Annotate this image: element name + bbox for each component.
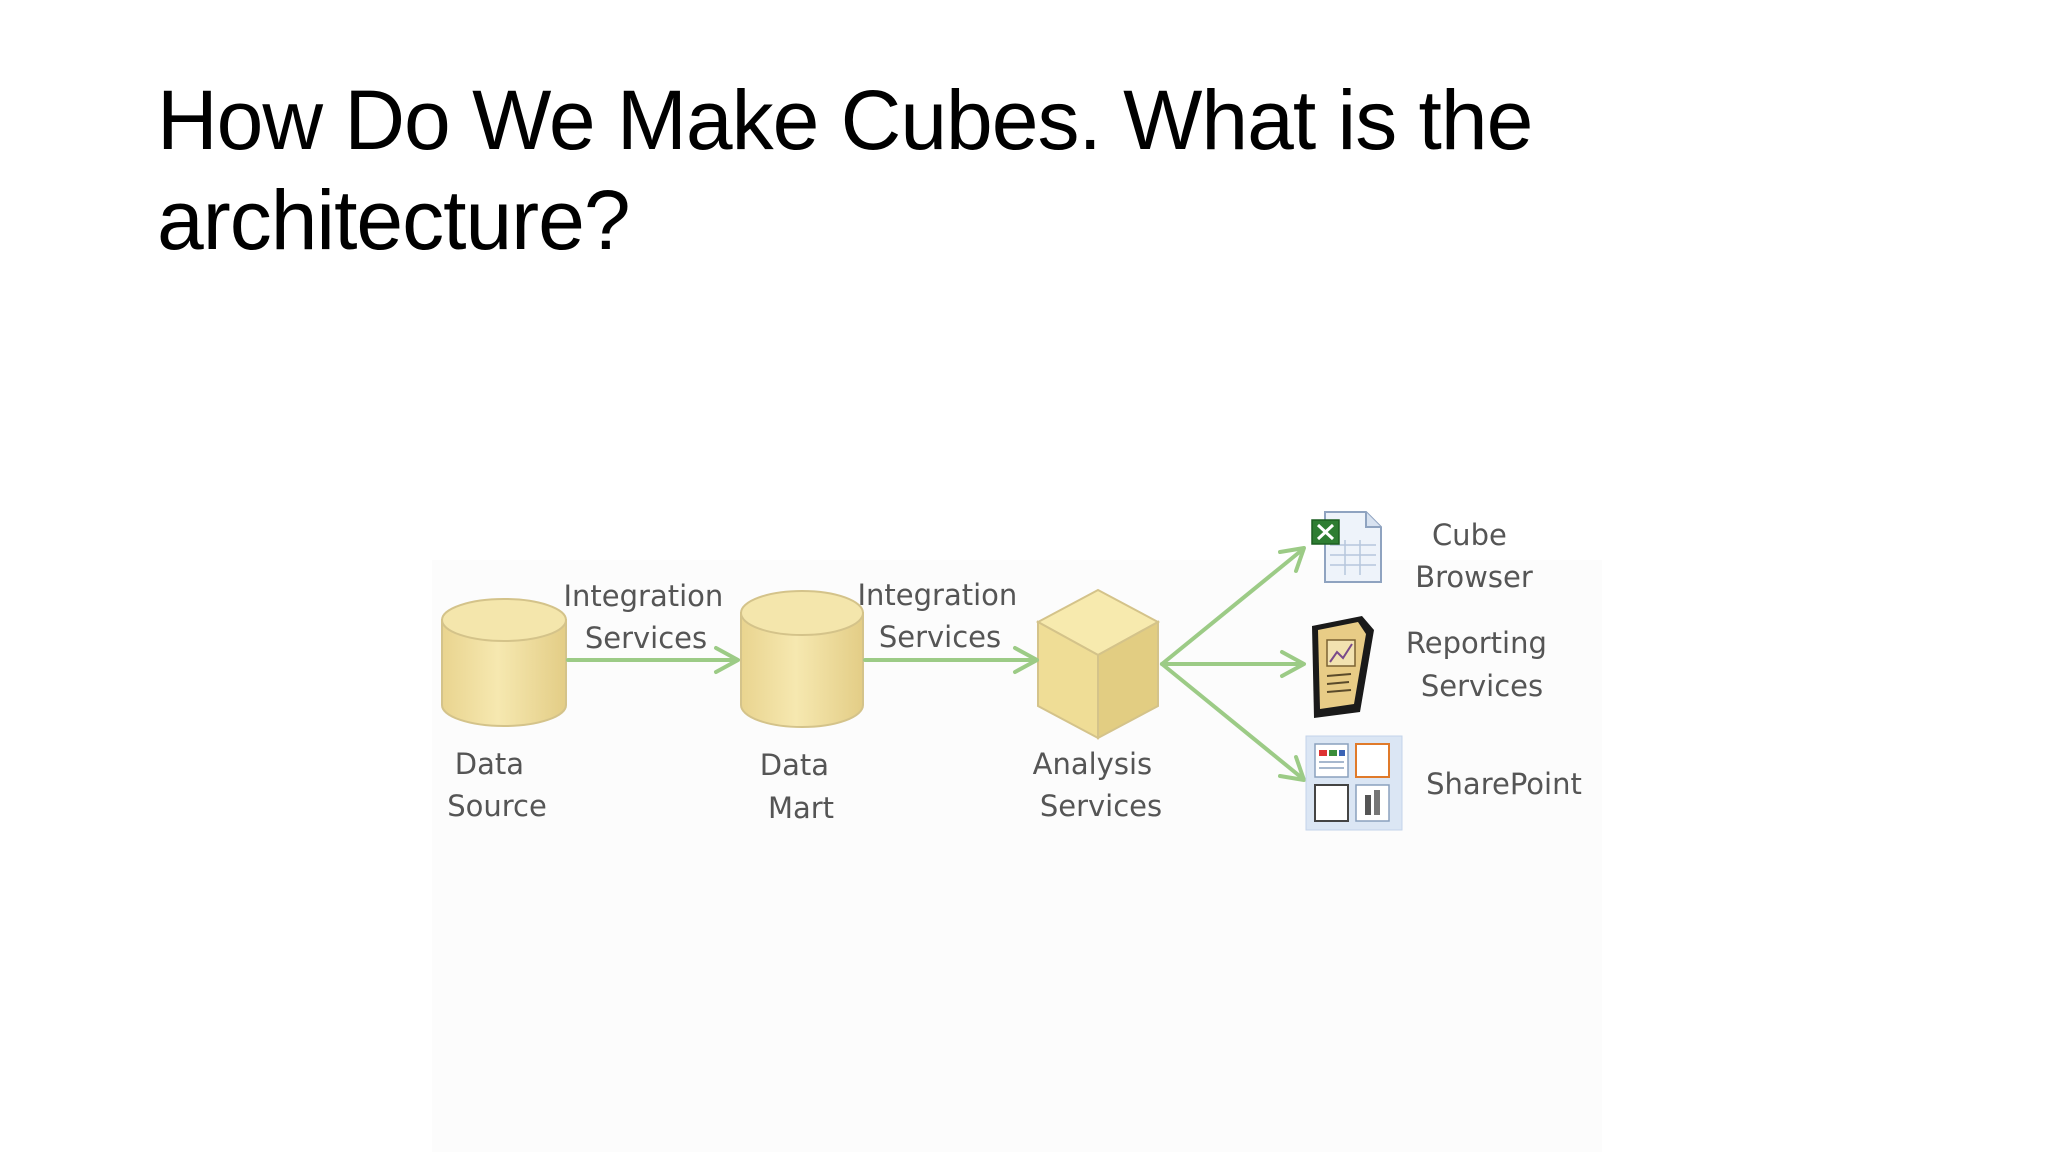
data-source-label: Data Source	[447, 747, 547, 823]
reporting-services-label: Reporting Services	[1406, 626, 1556, 703]
edge-label-mart-to-analysis: Integration Services	[857, 578, 1026, 654]
cube-browser-label: Cube Browser	[1415, 518, 1533, 594]
sharepoint-dashboard-icon	[1305, 735, 1403, 831]
edge-label-source-to-mart: Integration Services	[563, 579, 732, 655]
arrow-mart-to-analysis	[863, 646, 1039, 674]
slide-title: How Do We Make Cubes. What is the archit…	[157, 73, 1533, 267]
arrow-to-reporting-services	[1160, 650, 1306, 678]
excel-sheet-icon	[1311, 511, 1382, 583]
report-document-icon	[1312, 616, 1374, 718]
sharepoint-label: SharePoint	[1426, 767, 1582, 801]
data-mart-label: Data Mart	[760, 748, 838, 825]
data-source-cylinder-icon	[441, 598, 567, 727]
analysis-services-cube-icon	[1035, 588, 1161, 740]
arrow-to-sharepoint	[1160, 662, 1306, 782]
analysis-services-label: Analysis Services	[1033, 747, 1163, 823]
data-mart-cylinder-icon	[740, 590, 864, 728]
arrow-source-to-mart	[566, 646, 740, 674]
arrow-to-cube-browser	[1160, 546, 1306, 666]
